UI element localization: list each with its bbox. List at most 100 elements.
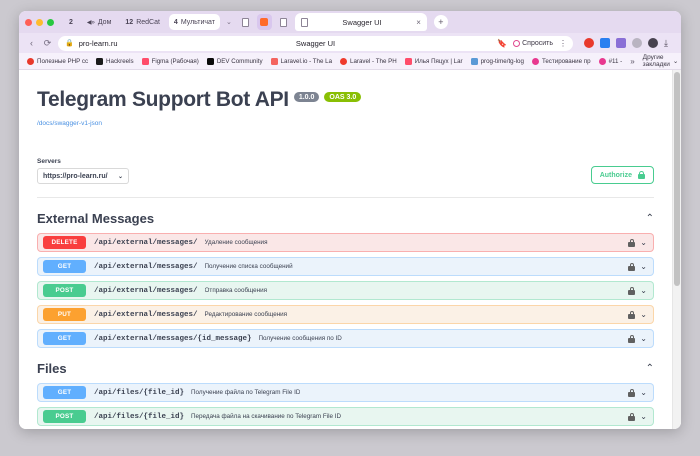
server-select[interactable]: https://pro-learn.ru/ ⌄ (37, 168, 129, 184)
http-method-badge: DELETE (43, 236, 86, 249)
section-header[interactable]: External Messages ⌃ (37, 211, 654, 233)
bookmark-item[interactable]: Hackreels (96, 57, 134, 65)
endpoint-path: /api/files/{file_id} (94, 388, 185, 397)
inactive-tab-1[interactable] (238, 14, 253, 30)
tab-group-redcat[interactable]: 12 RedCat (120, 14, 165, 30)
chevron-down-icon[interactable]: ⌄ (640, 261, 647, 271)
globe-extension-icon[interactable] (632, 38, 642, 48)
bookmark-label: Figma (Рабочая) (151, 57, 199, 65)
page-scrollbar[interactable] (672, 70, 681, 429)
bookmarks-overflow-button[interactable]: » (630, 56, 635, 66)
address-bar-page-title: Swagger UI (295, 38, 336, 48)
browser-window: 2 ◀» Дом 12 RedCat 4 Мультичат ⌄ Swagger… (19, 11, 681, 429)
bookmark-item[interactable]: DEV Community (206, 57, 263, 65)
tab-group-label: Дом (97, 18, 112, 26)
ask-label: Спросить (522, 39, 553, 47)
endpoint-summary: Отправка сообщения (204, 287, 268, 294)
minimize-window-button[interactable] (36, 18, 43, 26)
chevron-down-icon[interactable]: ⌄ (640, 309, 647, 319)
operation-row[interactable]: GET /api/external/messages/{id_message} … (37, 329, 654, 348)
oas-badge: OAS 3.0 (324, 92, 362, 102)
endpoint-summary: Получение файла по Telegram File ID (191, 389, 301, 396)
operation-row[interactable]: GET /api/files/{file_id} Получение файла… (37, 383, 654, 402)
bookmark-item[interactable]: Figma (Рабочая) (141, 57, 199, 65)
bookmark-item[interactable]: Полезные PHP сс (27, 57, 88, 65)
lock-icon[interactable] (628, 262, 636, 271)
bookmark-item[interactable]: Тестирование пр (531, 57, 591, 65)
operation-row[interactable]: POST /api/external/messages/ Отправка со… (37, 281, 654, 300)
purple-extension-icon[interactable] (616, 38, 626, 48)
inactive-tab-2[interactable] (256, 14, 272, 30)
volume-icon: ◀» (86, 19, 95, 26)
cast-extension-icon[interactable] (648, 38, 658, 48)
chevron-down-icon[interactable]: ⌄ (640, 285, 647, 295)
tab-group-label: RedCat (136, 18, 160, 26)
chevron-up-icon[interactable]: ⌃ (645, 212, 654, 224)
operation-row[interactable]: PUT /api/external/messages/ Редактирован… (37, 305, 654, 324)
section-header[interactable]: Files ⌃ (37, 361, 654, 383)
http-method-badge: POST (43, 410, 86, 423)
window-controls[interactable] (25, 18, 54, 26)
lock-icon[interactable] (628, 334, 636, 343)
scrollbar-thumb[interactable] (674, 72, 680, 286)
section-title: Files (37, 361, 67, 376)
operation-row[interactable]: POST /api/files/{file_id} Передача файла… (37, 407, 654, 426)
close-window-button[interactable] (25, 18, 32, 26)
divider (37, 197, 654, 198)
lock-icon[interactable] (628, 388, 636, 397)
chevron-up-icon[interactable]: ⌃ (645, 362, 654, 374)
servers-label: Servers (37, 158, 61, 165)
address-bar-url: pro-learn.ru (78, 38, 118, 48)
endpoint-path: /api/external/messages/ (94, 286, 198, 295)
chevron-down-icon[interactable]: ⌄ (640, 411, 647, 421)
tab-group-multichat[interactable]: 4 Мультичат (168, 14, 220, 30)
reload-button[interactable]: ⟳ (43, 37, 52, 48)
back-button[interactable]: ‹ (30, 38, 33, 48)
section-external-messages: External Messages ⌃ DELETE /api/external… (37, 211, 654, 348)
bookmark-icon[interactable]: 🔖 (497, 38, 508, 48)
tab-group-0[interactable]: 2 (64, 14, 78, 30)
bookmark-label: prog-time/tg-log (480, 57, 524, 65)
chevron-down-icon[interactable]: ⌄ (225, 19, 232, 26)
close-tab-icon[interactable]: × (416, 17, 421, 27)
lock-icon[interactable] (628, 310, 636, 319)
lock-icon[interactable] (628, 286, 636, 295)
kebab-menu-icon[interactable]: ⋮ (559, 38, 567, 48)
spec-link[interactable]: /docs/swagger-v1-json (37, 120, 103, 127)
ask-button[interactable]: Спросить (513, 39, 553, 47)
lock-icon[interactable] (628, 238, 636, 247)
operation-row[interactable]: DELETE /api/external/messages/ Удаление … (37, 233, 654, 252)
active-tab-swagger-ui[interactable]: Swagger UI × (294, 13, 427, 31)
page-viewport: Telegram Support Bot API 1.0.0 OAS 3.0 /… (19, 70, 681, 429)
page-icon (300, 17, 308, 27)
address-bar[interactable]: 🔒 pro-learn.ru Swagger UI 🔖 Спросить ⋮ (58, 35, 573, 51)
lock-icon[interactable] (628, 412, 636, 421)
chevron-down-icon[interactable]: ⌄ (640, 237, 647, 247)
new-tab-button[interactable]: + (433, 15, 448, 29)
inactive-tab-3[interactable] (276, 14, 291, 30)
page-title: Telegram Support Bot API (37, 88, 289, 111)
bookmark-item[interactable]: Илья Пяцух | Lar (404, 57, 463, 65)
bookmark-item[interactable]: prog-time/tg-log (470, 57, 524, 65)
red-circle-extension-icon[interactable] (584, 38, 594, 48)
http-method-badge: GET (43, 332, 86, 345)
tab-group-dom[interactable]: ◀» Дом (82, 14, 116, 30)
download-extension-icon[interactable] (600, 38, 610, 48)
chevron-down-icon[interactable]: ⌄ (640, 333, 647, 343)
endpoint-summary: Получение сообщения по ID (258, 335, 342, 342)
maximize-window-button[interactable] (47, 18, 54, 26)
bookmark-item[interactable]: Laravel.io - The La (270, 57, 332, 65)
bookmark-item[interactable]: #11 - (598, 57, 622, 65)
version-badge: 1.0.0 (293, 92, 320, 102)
authorize-button[interactable]: Authorize (590, 166, 654, 184)
ask-sparkle-icon (513, 39, 521, 47)
page-icon (279, 17, 287, 27)
http-method-badge: POST (43, 284, 86, 297)
http-method-badge: GET (43, 386, 86, 399)
other-bookmarks-button[interactable]: Другие закладки ⌄ (643, 54, 679, 68)
bookmark-item[interactable]: Laravel - The PH (340, 57, 397, 65)
chevron-down-icon[interactable]: ⌄ (640, 387, 647, 397)
site-security-lock-icon[interactable]: 🔒 (65, 40, 74, 47)
downloads-icon[interactable]: ⤓ (664, 38, 668, 48)
operation-row[interactable]: GET /api/external/messages/ Получение сп… (37, 257, 654, 276)
